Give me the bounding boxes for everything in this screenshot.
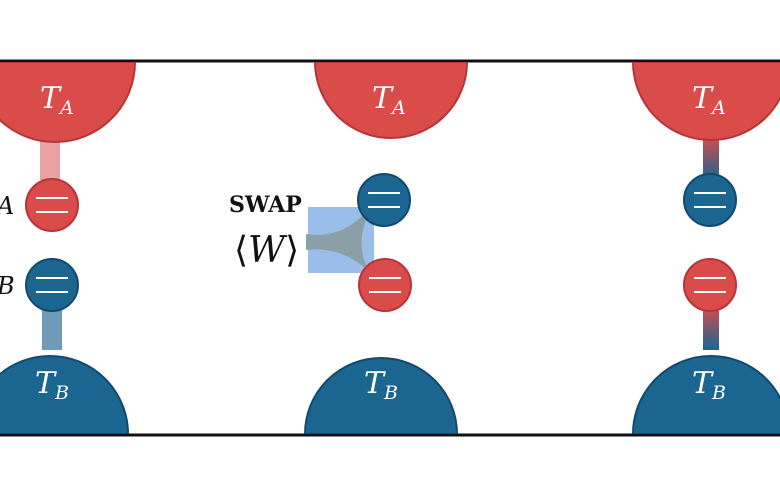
panel-3: TA TB [631, 62, 780, 434]
qubit-blue [683, 173, 737, 227]
qubit-red [358, 258, 412, 312]
qubit-red [683, 258, 737, 312]
qubit-blue [357, 173, 411, 227]
reservoir-bottom-symbol: TB [692, 366, 726, 404]
qubit-a-label: A [0, 192, 14, 220]
swap-gate-connector [306, 205, 372, 272]
work-label: ⟨W⟩ [234, 230, 299, 271]
coupling-bottom [42, 305, 62, 350]
reservoir-top-symbol: TA [372, 81, 406, 119]
coupling-top [703, 135, 719, 180]
reservoir-bottom-symbol: TB [364, 366, 398, 404]
reservoir-top-symbol: TA [692, 81, 726, 119]
reservoir-bottom [303, 357, 459, 434]
reservoir-bottom-symbol: TB [35, 366, 69, 404]
panel-2: TA SWAP ⟨W⟩ TB [229, 62, 469, 434]
qubit-a [25, 178, 79, 232]
reservoir-top [313, 62, 469, 139]
qubit-b-label: B [0, 272, 15, 300]
qubit-b [25, 258, 79, 312]
reservoir-top [0, 62, 137, 143]
reservoir-bottom [0, 355, 130, 434]
reservoir-top-symbol: TA [40, 81, 74, 119]
reservoir-bottom [631, 355, 780, 434]
coupling-bottom [703, 305, 719, 350]
swap-label: SWAP [229, 192, 302, 218]
panel-1: TA A B TB [0, 62, 137, 434]
reservoir-top [631, 62, 780, 141]
